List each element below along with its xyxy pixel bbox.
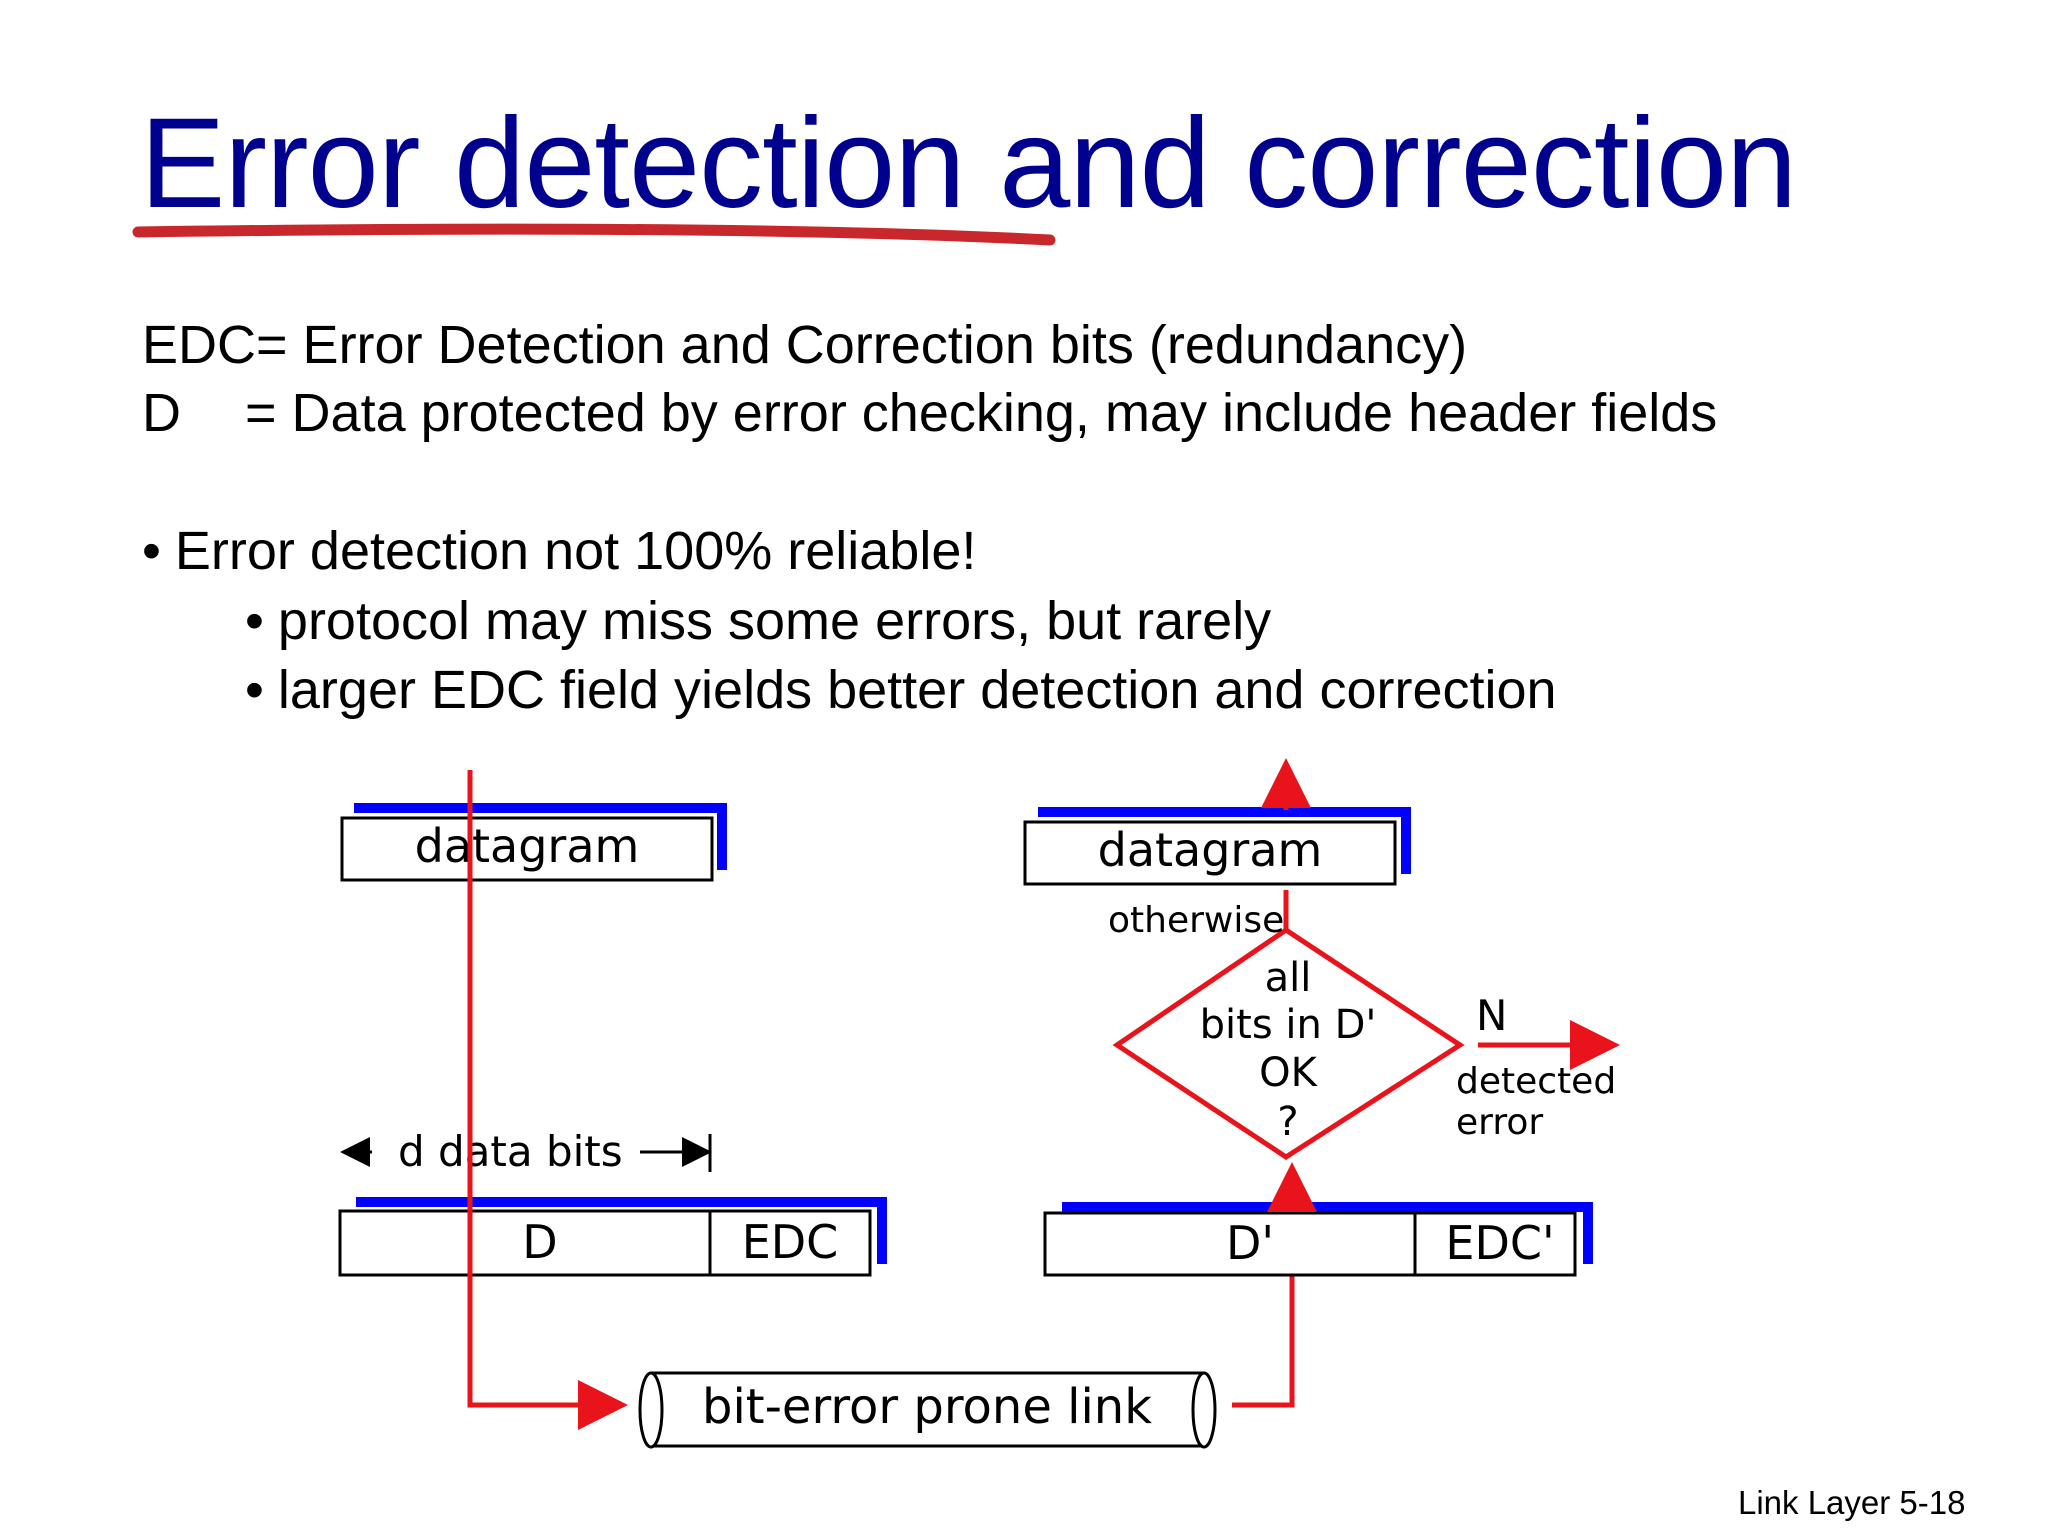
sender-flow-line bbox=[467, 770, 628, 1430]
receiver-frame: D' EDC' bbox=[1043, 1202, 1593, 1277]
definition-d-key: D bbox=[142, 383, 181, 443]
footer-page-label: Link Layer 5-18 bbox=[1738, 1484, 1966, 1521]
receiver-datagram-box: datagram bbox=[1023, 807, 1411, 886]
receiver-edc-prime-label: EDC' bbox=[1445, 1216, 1554, 1270]
detected-error-line-1: detected bbox=[1456, 1061, 1616, 1102]
decision-line-4: ? bbox=[1277, 1099, 1298, 1145]
link-cylinder: bit-error prone link bbox=[638, 1371, 1217, 1449]
receiver-d-prime-label: D' bbox=[1226, 1216, 1274, 1270]
n-label: N bbox=[1476, 991, 1507, 1040]
bullet-dot-icon: • bbox=[245, 660, 264, 720]
bullet-sub-1: •protocol may miss some errors, but rare… bbox=[245, 594, 1271, 648]
sender-d-label: D bbox=[522, 1215, 557, 1269]
title-underline bbox=[132, 223, 1056, 246]
detected-error-line-2: error bbox=[1456, 1102, 1543, 1143]
link-to-receiver-flow bbox=[1232, 1218, 1295, 1408]
data-bits-dimension: d data bits bbox=[340, 1127, 712, 1176]
bullet-main-text: Error detection not 100% reliable! bbox=[174, 521, 977, 581]
bullet-sub-1-text: protocol may miss some errors, but rarel… bbox=[277, 591, 1272, 651]
otherwise-label: otherwise bbox=[1108, 900, 1284, 941]
definition-d: = Data protected by error checking, may … bbox=[245, 383, 1718, 443]
receiver-datagram-label: datagram bbox=[1098, 823, 1323, 877]
decision-line-1: all bbox=[1265, 955, 1312, 1001]
sender-edc-label: EDC bbox=[742, 1215, 839, 1269]
sender-frame: D EDC bbox=[338, 1197, 887, 1277]
bullet-dot-icon: • bbox=[245, 591, 264, 651]
decision-diamond: all bits in D' OK ? bbox=[1112, 926, 1465, 1160]
page-title: Error detection and correction bbox=[140, 92, 1797, 235]
decision-line-3: OK bbox=[1259, 1050, 1318, 1096]
bullet-sub-2-text: larger EDC field yields better detection… bbox=[277, 660, 1557, 720]
link-label: bit-error prone link bbox=[702, 1379, 1152, 1435]
definition-edc: EDC= Error Detection and Correction bits… bbox=[142, 315, 1468, 375]
decision-line-2: bits in D' bbox=[1200, 1002, 1377, 1048]
bullet-dot-icon: • bbox=[142, 521, 161, 581]
data-bits-label: d data bits bbox=[398, 1127, 623, 1176]
bullet-main: •Error detection not 100% reliable! bbox=[142, 524, 976, 578]
bullet-sub-2: •larger EDC field yields better detectio… bbox=[245, 663, 1557, 717]
sender-datagram-box: datagram bbox=[340, 803, 727, 882]
sender-datagram-label: datagram bbox=[415, 819, 640, 873]
